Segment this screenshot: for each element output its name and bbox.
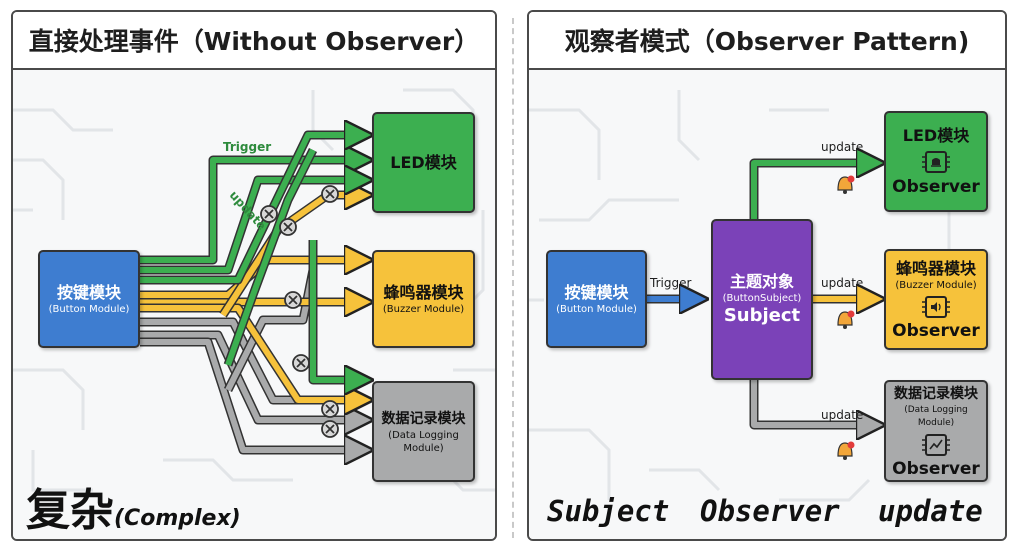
update-label-led: update <box>821 140 864 154</box>
subject-role: Subject <box>723 305 801 326</box>
complex-en: (Complex) <box>114 506 241 531</box>
logging-module-name: 数据记录模块 <box>381 410 466 427</box>
left-yellow-arrows <box>140 195 368 400</box>
led-module-name: LED模块 <box>390 152 457 172</box>
right-panel-title: 观察者模式（Observer Pattern) <box>564 27 970 56</box>
x-circle-icon <box>292 354 310 372</box>
led-observer-role: Observer <box>892 177 980 197</box>
conflict-markers <box>260 185 339 438</box>
subject-box: 主题对象 (ButtonSubject) Subject <box>711 219 813 380</box>
bell-icon <box>837 441 855 460</box>
bell-icon <box>837 175 855 194</box>
buzzer-observer-box: 蜂鸣器模块 (Buzzer Module) Observer <box>884 249 988 350</box>
left-panel-header: 直接处理事件（Without Observer） <box>13 12 495 70</box>
x-circle-icon <box>321 420 339 438</box>
update-label-buzzer: update <box>821 276 864 290</box>
footer-word-observer: Observer <box>700 494 840 528</box>
left-circuit-background <box>13 88 495 492</box>
logging-module-sub: (Data Logging Module) <box>388 429 459 454</box>
bell-icon <box>837 310 855 329</box>
trigger-label: Trigger <box>223 140 272 154</box>
chart-chip-icon <box>922 433 950 456</box>
right-diagram-canvas <box>529 90 951 502</box>
speaker-chip-icon <box>922 295 950 318</box>
left-panel-body: Trigger update 按键模块 (Button Module) LED模… <box>13 70 495 539</box>
logging-observer-name: 数据记录模块 <box>894 385 978 402</box>
logging-observer-box: 数据记录模块 (Data Logging Module) Observer <box>884 380 988 482</box>
button-module-box-right: 按键模块 (Button Module) <box>546 250 647 348</box>
buzzer-observer-sub: (Buzzer Module) <box>895 279 977 291</box>
trigger-label-right: Trigger <box>650 276 692 290</box>
logging-observer-role: Observer <box>892 458 980 479</box>
update-arrow-led <box>749 158 880 219</box>
x-circle-icon <box>321 185 339 203</box>
led-observer-box: LED模块 Observer <box>884 111 988 212</box>
buzzer-observer-role: Observer <box>892 320 980 341</box>
right-panel-body: Trigger update update update 按键模块 (Butto… <box>529 70 1005 539</box>
logging-module-box: 数据记录模块 (Data Logging Module) <box>372 381 475 482</box>
led-chip-icon <box>922 151 950 173</box>
footer-word-subject: Subject <box>547 494 670 528</box>
complex-caption: 复杂(Complex) <box>26 474 241 538</box>
left-panel-title: 直接处理事件（Without Observer） <box>28 27 480 56</box>
buzzer-module-name: 蜂鸣器模块 <box>383 282 464 302</box>
without-observer-panel: 直接处理事件（Without Observer） <box>11 10 497 541</box>
left-diagram-canvas <box>13 88 495 492</box>
complex-zh: 复杂 <box>26 485 114 536</box>
led-module-box: LED模块 <box>372 112 475 213</box>
x-circle-icon <box>279 218 297 236</box>
button-module-sub: (Button Module) <box>48 303 130 315</box>
panel-divider <box>512 18 514 538</box>
subject-sub: (ButtonSubject) <box>722 293 802 304</box>
update-label-logging: update <box>821 408 864 422</box>
buzzer-observer-name: 蜂鸣器模块 <box>895 258 976 278</box>
x-circle-icon <box>260 205 278 223</box>
logging-observer-sub: (Data Logging Module) <box>904 404 968 428</box>
button-module-name-right: 按键模块 <box>564 282 629 302</box>
x-circle-icon <box>284 291 302 309</box>
button-module-name: 按键模块 <box>56 282 121 302</box>
buzzer-module-box: 蜂鸣器模块 (Buzzer Module) <box>372 250 475 348</box>
button-module-sub-right: (Button Module) <box>556 303 637 315</box>
footer-word-update: update <box>878 494 983 528</box>
observer-pattern-panel: 观察者模式（Observer Pattern) <box>527 10 1007 541</box>
x-circle-icon <box>321 400 339 418</box>
right-panel-header: 观察者模式（Observer Pattern) <box>529 12 1005 70</box>
led-observer-name: LED模块 <box>902 126 970 145</box>
bell-icons <box>837 175 855 460</box>
button-module-box: 按键模块 (Button Module) <box>38 250 140 348</box>
buzzer-module-sub: (Buzzer Module) <box>382 303 465 315</box>
right-arrows <box>647 163 880 425</box>
subject-name: 主题对象 <box>729 272 794 291</box>
